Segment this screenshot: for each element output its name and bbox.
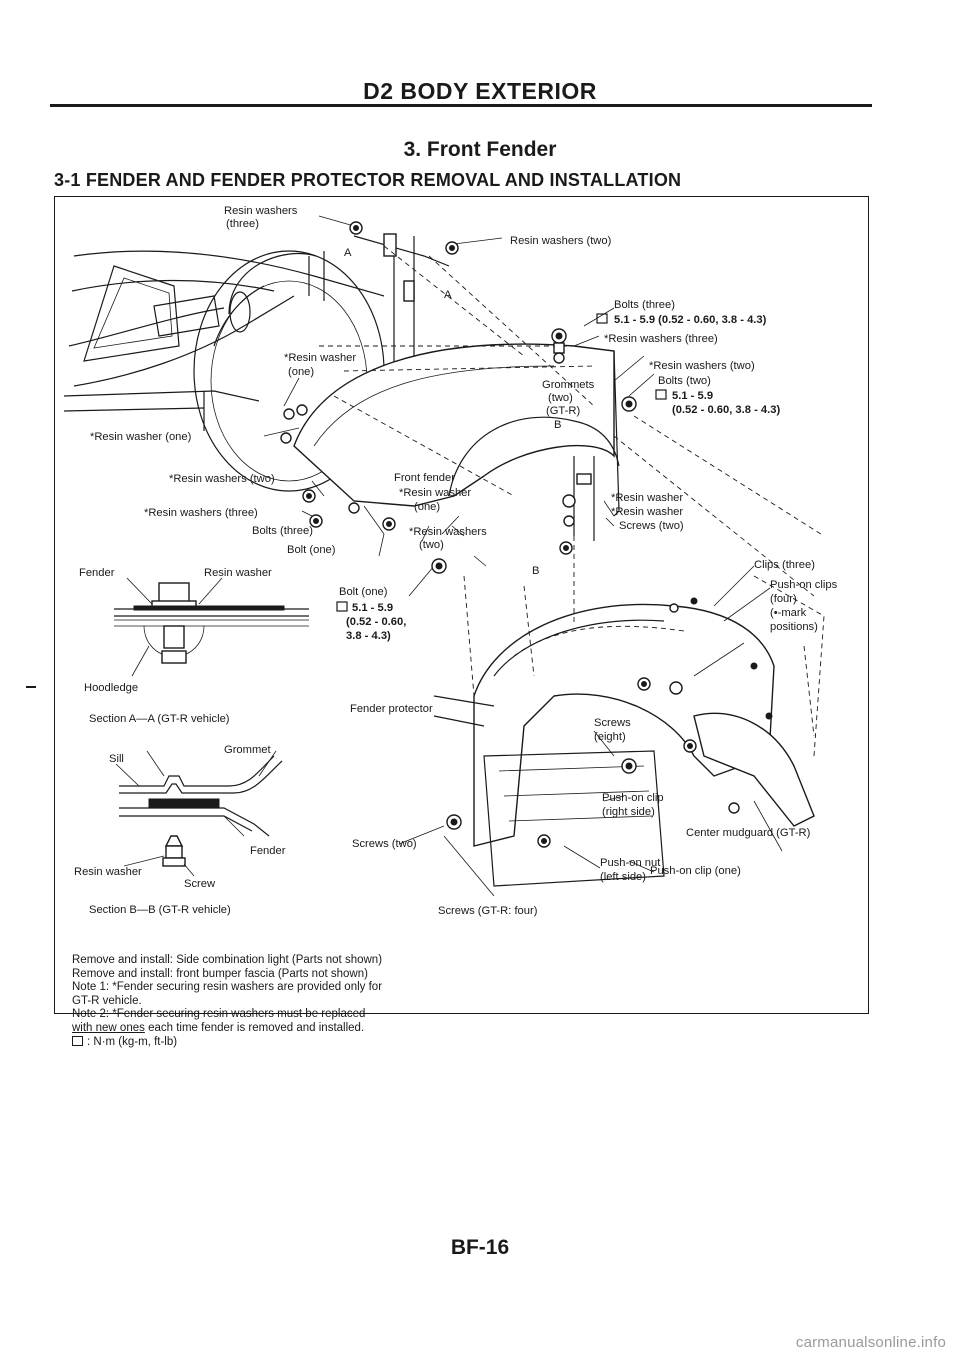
label-resin-washers-two-right: *Resin washers (two) bbox=[649, 360, 755, 372]
section-aa-caption: Section A—A (GT-R vehicle) bbox=[89, 713, 230, 725]
label-torque-top: 5.1 - 5.9 (0.52 - 0.60, 3.8 - 4.3) bbox=[614, 314, 767, 326]
label-bolt-one-b: Bolt (one) bbox=[339, 586, 388, 598]
note-line: Note 2: *Fender securing resin washers m… bbox=[72, 1008, 366, 1021]
section-bb-resin-washer: Resin washer bbox=[74, 866, 142, 878]
label-center-mudguard: Center mudguard (GT-R) bbox=[686, 827, 811, 839]
marker-b: B bbox=[554, 419, 561, 431]
label-screws-two-bottom: Screws (two) bbox=[352, 838, 417, 850]
section-aa-hoodledge: Hoodledge bbox=[84, 682, 138, 694]
label-push-on-clip-right: Push-on clip bbox=[602, 792, 664, 804]
units-text: : N·m (kg-m, ft-lb) bbox=[87, 1035, 178, 1048]
label-push-on-clips-mark: (•-mark bbox=[770, 607, 807, 619]
marker-a: A bbox=[344, 247, 352, 259]
label-torque-two-1: 5.1 - 5.9 bbox=[672, 390, 713, 402]
leader-lines bbox=[263, 215, 825, 897]
label-resin-washers-lower-count: (two) bbox=[419, 539, 444, 551]
marker-b: B bbox=[532, 565, 539, 577]
label-torque-b3: 3.8 - 4.3) bbox=[346, 630, 391, 642]
label-resin-washers-three: Resin washers bbox=[224, 205, 298, 217]
note-line: with new ones each time fender is remove… bbox=[72, 1022, 592, 1036]
fender-protector-drawing bbox=[433, 536, 825, 887]
torque-icon bbox=[72, 1035, 83, 1046]
label-grommets: Grommets bbox=[542, 379, 595, 391]
label-resin-washer-center-count: (one) bbox=[288, 366, 314, 378]
section-aa-fender: Fender bbox=[79, 567, 115, 579]
label-torque-b1: 5.1 - 5.9 bbox=[352, 602, 393, 614]
label-torque-b2: (0.52 - 0.60, bbox=[346, 616, 406, 628]
label-push-on-clips: Push-on clips bbox=[770, 579, 838, 591]
note-line: GT-R vehicle. bbox=[72, 994, 142, 1007]
section-bb-fender: Fender bbox=[250, 845, 286, 857]
note-line: Remove and install: front bumper fascia … bbox=[72, 967, 368, 980]
label-resin-washer-center: *Resin washer bbox=[284, 352, 356, 364]
page-title: 3. Front Fender bbox=[403, 138, 557, 161]
section-bb-grommet: Grommet bbox=[224, 744, 272, 756]
label-push-on-nut: Push-on nut bbox=[600, 857, 661, 869]
label-screws-two-right: Screws (two) bbox=[619, 520, 684, 532]
note-underlined: with new ones bbox=[72, 1021, 145, 1034]
label-clips-three: Clips (three) bbox=[754, 559, 815, 571]
label-resin-washers-three-left: *Resin washers (three) bbox=[144, 507, 258, 519]
label-screws-eight-count: (eight) bbox=[594, 731, 626, 743]
label-fender-protector: Fender protector bbox=[350, 703, 433, 715]
label-resin-washer-front-count: (one) bbox=[414, 501, 440, 513]
label-bolts-three: Bolts (three) bbox=[614, 299, 675, 311]
figure-frame bbox=[54, 196, 869, 1014]
label-push-on-clips-positions: positions) bbox=[770, 621, 818, 633]
diagram-labels: Resin washers (three) Resin washers (two… bbox=[74, 205, 838, 917]
section-bb-sill: Sill bbox=[109, 753, 124, 765]
label-resin-washers-lower: *Resin washers bbox=[409, 526, 487, 538]
label-front-fender: Front fender bbox=[394, 472, 455, 484]
torque-icon bbox=[655, 389, 667, 400]
watermark: carmanualsonline.info bbox=[795, 1334, 946, 1351]
label-resin-washer-r2: *Resin washer bbox=[611, 506, 683, 518]
car-body-drawing bbox=[63, 233, 450, 492]
marker-a: A bbox=[444, 289, 452, 301]
label-torque-two-2: (0.52 - 0.60, 3.8 - 4.3) bbox=[672, 404, 780, 416]
subsection-heading: 3-1 FENDER AND FENDER PROTECTOR REMOVAL … bbox=[54, 170, 682, 190]
label-screws-gtr-four: Screws (GT-R: four) bbox=[438, 905, 538, 917]
label-resin-washers-three-right: *Resin washers (three) bbox=[604, 333, 718, 345]
section-bb-screw: Screw bbox=[184, 878, 216, 890]
fasteners bbox=[280, 221, 773, 848]
notes-block: Remove and install: Side combination lig… bbox=[72, 954, 592, 1049]
label-resin-washers-two: Resin washers (two) bbox=[510, 235, 612, 247]
note-line: Note 1: *Fender securing resin washers a… bbox=[72, 981, 383, 994]
label-push-on-clip-right-side: (right side) bbox=[602, 806, 655, 818]
label-bolts-three-left: Bolts (three) bbox=[252, 525, 313, 537]
torque-icon bbox=[596, 313, 608, 324]
label-resin-washer-one-left: *Resin washer (one) bbox=[90, 431, 192, 443]
label-push-on-nut-side: (left side) bbox=[600, 871, 646, 883]
label-grommets-two: (two) bbox=[548, 392, 573, 404]
label-resin-washers-three-count: (three) bbox=[226, 218, 259, 230]
label-bolts-two: Bolts (two) bbox=[658, 375, 711, 387]
margin-mark bbox=[26, 686, 36, 688]
label-screws-eight: Screws bbox=[594, 717, 631, 729]
note-line: : N·m (kg-m, ft-lb) bbox=[72, 1035, 592, 1050]
front-fender-drawing bbox=[293, 343, 620, 541]
page-number: BF-16 bbox=[450, 1236, 510, 1259]
section-bb-drawing bbox=[115, 750, 283, 877]
label-resin-washer-front: *Resin washer bbox=[399, 487, 471, 499]
section-bb-caption: Section B—B (GT-R vehicle) bbox=[89, 904, 231, 916]
label-push-on-clips-count: (four) bbox=[770, 593, 797, 605]
note-line: Remove and install: Side combination lig… bbox=[72, 954, 383, 966]
label-gt-r: (GT-R) bbox=[546, 405, 580, 417]
label-resin-washer-r1: *Resin washer bbox=[611, 492, 683, 504]
exploded-diagram: Resin washers (three) Resin washers (two… bbox=[63, 205, 838, 917]
section-aa-drawing bbox=[114, 577, 309, 677]
note-text: each time fender is removed and installe… bbox=[144, 1021, 365, 1034]
label-resin-washers-two-left: *Resin washers (two) bbox=[169, 473, 275, 485]
section-aa-resin-washer: Resin washer bbox=[204, 567, 272, 579]
label-push-on-clip-one: Push-on clip (one) bbox=[650, 865, 741, 877]
label-bolt-one-a: Bolt (one) bbox=[287, 544, 336, 556]
section-rule bbox=[50, 104, 872, 107]
torque-icon bbox=[336, 601, 348, 612]
section-title: D2 BODY EXTERIOR bbox=[363, 78, 597, 104]
